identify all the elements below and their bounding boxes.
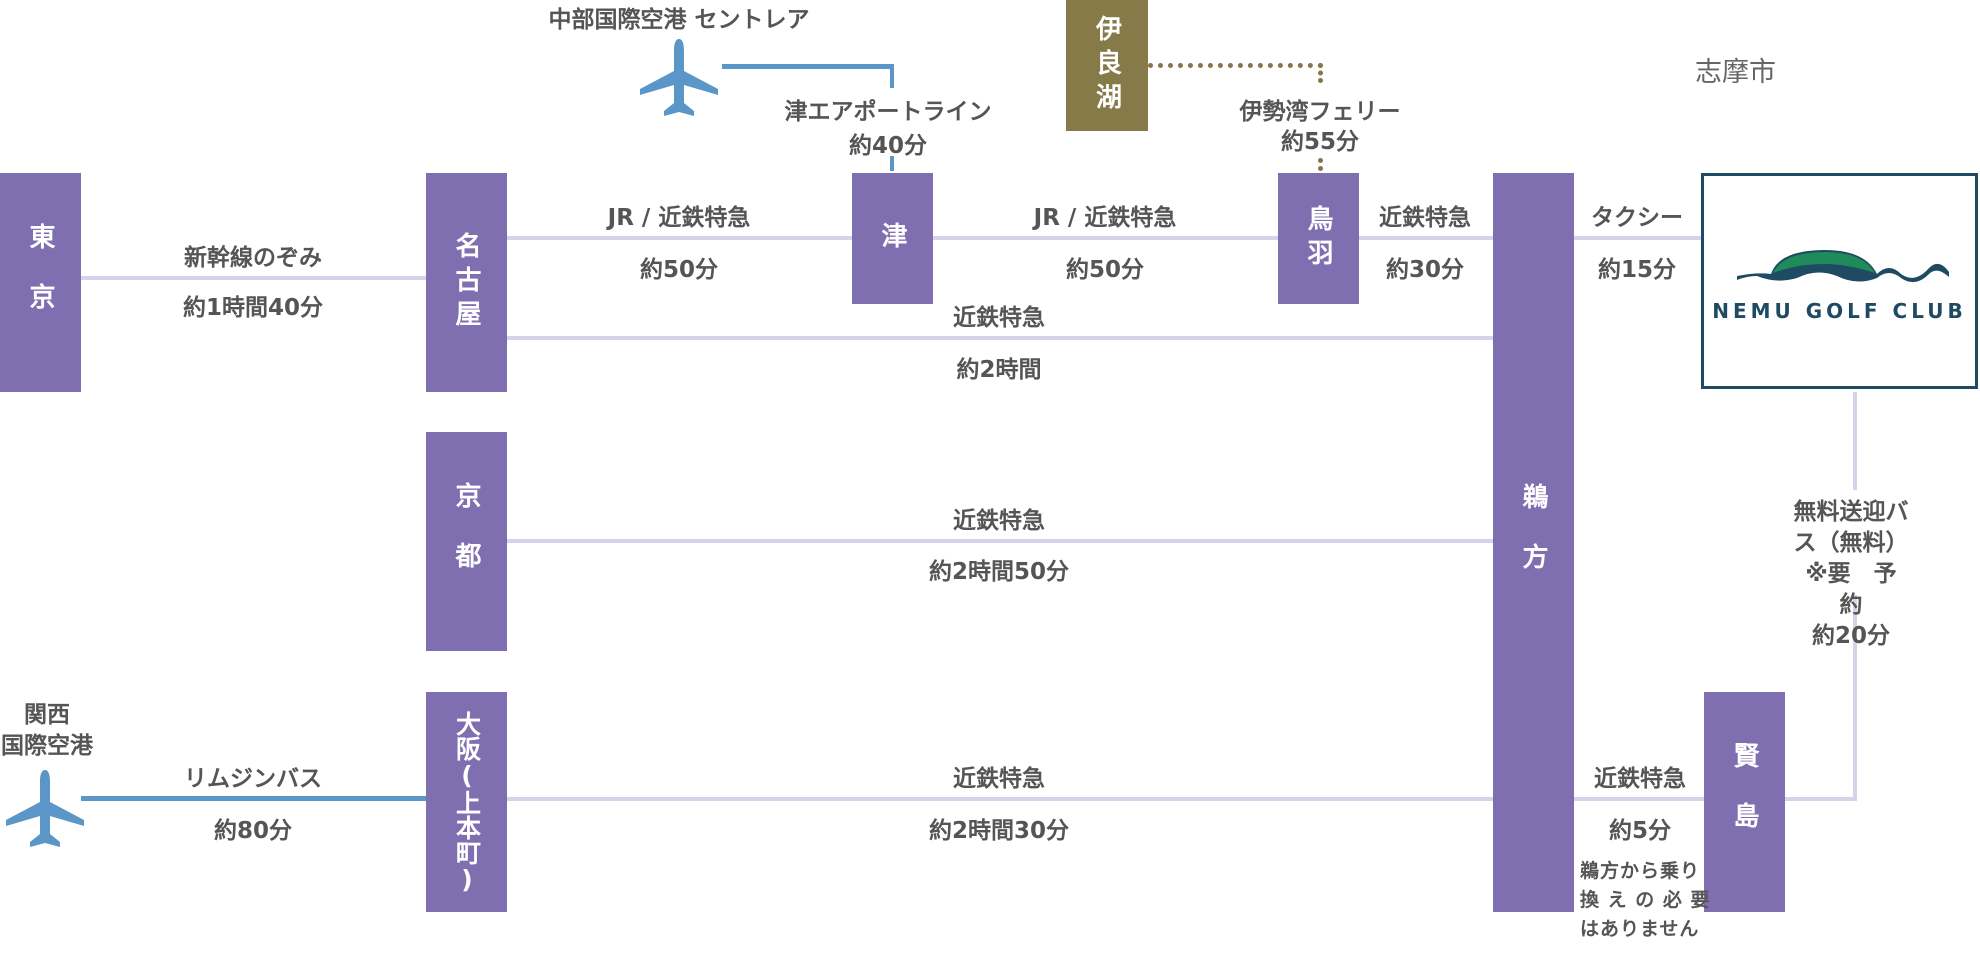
station-toba-label: 鳥羽 xyxy=(1303,204,1333,273)
line-nagoya-tsu xyxy=(507,236,854,240)
route-tsu-toba-time: 約50分 xyxy=(1065,257,1145,283)
route-ugata-kashikojima-name: 近鉄特急 xyxy=(1594,766,1686,792)
line-ugata-club xyxy=(1573,236,1703,240)
route-kyoto-ugata-time: 約2時間50分 xyxy=(928,559,1070,585)
station-kashikojima-label: 賢島 xyxy=(1729,742,1759,862)
nemu-golf-club-logo: NEMU GOLF CLUB xyxy=(1701,173,1978,389)
line-airport-chubu-drop xyxy=(890,64,894,88)
line-bus-vertical-lower xyxy=(1853,595,1857,801)
route-tokyo-nagoya-time: 約1時間40分 xyxy=(182,295,324,321)
route-osaka-ugata-time: 約2時間30分 xyxy=(928,818,1070,844)
station-nagoya: 名古屋 xyxy=(426,173,507,392)
line-airport-chubu-tsu xyxy=(890,156,894,171)
route-nagoya-ugata-name: 近鉄特急 xyxy=(953,305,1045,331)
line-nagoya-ugata xyxy=(507,336,1494,340)
station-irago-label: 伊良湖 xyxy=(1091,14,1122,117)
station-tsu-label: 津 xyxy=(877,221,907,256)
station-tokyo: 東京 xyxy=(0,173,81,392)
station-toba: 鳥羽 xyxy=(1278,173,1359,304)
station-ugata: 鵜方 xyxy=(1493,173,1574,912)
logo-wave-icon xyxy=(1737,250,1949,283)
route-irago-toba-time: 約55分 xyxy=(1280,129,1360,155)
line-tsu-toba xyxy=(933,236,1279,240)
route-ugata-club-name: タクシー xyxy=(1591,205,1683,231)
route-kansai-osaka-name: リムジンバス xyxy=(184,766,322,792)
station-kashikojima: 賢島 xyxy=(1704,692,1785,912)
route-toba-ugata-time: 約30分 xyxy=(1385,257,1465,283)
airplane-icon xyxy=(640,39,718,116)
line-ugata-kashikojima xyxy=(1573,797,1705,801)
route-toba-ugata-name: 近鉄特急 xyxy=(1379,205,1471,231)
airport-kansai-label: 関西 国際空港 xyxy=(1,702,93,759)
route-irago-toba-name: 伊勢湾フェリー xyxy=(1239,99,1401,125)
logo-text: NEMU GOLF CLUB xyxy=(1712,299,1967,323)
route-ugata-club-time: 約15分 xyxy=(1597,257,1677,283)
station-tokyo-label: 東京 xyxy=(25,222,55,343)
line-osaka-ugata xyxy=(507,797,1494,801)
line-kashikojima-bus xyxy=(1785,797,1857,801)
station-osaka-label: 大阪(上本町) xyxy=(452,710,482,894)
line-ferry-toba xyxy=(1318,158,1323,171)
line-kansai-osaka xyxy=(81,796,426,801)
station-osaka: 大阪(上本町) xyxy=(426,692,507,912)
route-tsu-toba-name: JR / 近鉄特急 xyxy=(1033,205,1177,231)
line-ferry-drop xyxy=(1318,63,1323,83)
airplane-icon xyxy=(6,770,84,847)
route-kashikojima-club-label: 無料送迎バス（無料） ※要 予 約 約20分 xyxy=(1793,499,1909,649)
station-irago: 伊良湖 xyxy=(1066,0,1148,131)
line-toba-ugata xyxy=(1359,236,1494,240)
line-airport-chubu xyxy=(722,64,894,69)
airport-chubu-label: 中部国際空港 セントレア xyxy=(548,7,810,33)
route-ugata-kashikojima-time: 約5分 xyxy=(1608,818,1672,844)
route-nagoya-ugata-time: 約2時間 xyxy=(956,357,1042,383)
line-tokyo-nagoya xyxy=(81,276,426,280)
station-kyoto: 京都 xyxy=(426,432,507,651)
route-chubu-tsu-name: 津エアポートライン xyxy=(784,99,992,125)
station-tsu: 津 xyxy=(852,173,933,304)
station-kyoto-label: 京都 xyxy=(451,481,481,602)
station-ugata-label: 鵜方 xyxy=(1518,482,1548,603)
line-bus-vertical-upper xyxy=(1853,392,1857,490)
route-kansai-osaka-time: 約80分 xyxy=(213,818,293,844)
route-tokyo-nagoya-name: 新幹線のぞみ xyxy=(184,245,322,271)
route-nagoya-tsu-name: JR / 近鉄特急 xyxy=(607,205,751,231)
route-nagoya-tsu-time: 約50分 xyxy=(639,257,719,283)
line-kyoto-ugata xyxy=(507,539,1494,543)
route-kyoto-ugata-name: 近鉄特急 xyxy=(953,508,1045,534)
route-osaka-ugata-name: 近鉄特急 xyxy=(953,766,1045,792)
route-chubu-tsu-time: 約40分 xyxy=(848,133,928,159)
city-label: 志摩市 xyxy=(1695,57,1776,88)
route-ugata-kashikojima-note: 鵜方から乗り 換 え の 必 要 はありません xyxy=(1580,860,1711,940)
station-nagoya-label: 名古屋 xyxy=(451,231,481,334)
line-ferry-irago xyxy=(1148,63,1323,68)
